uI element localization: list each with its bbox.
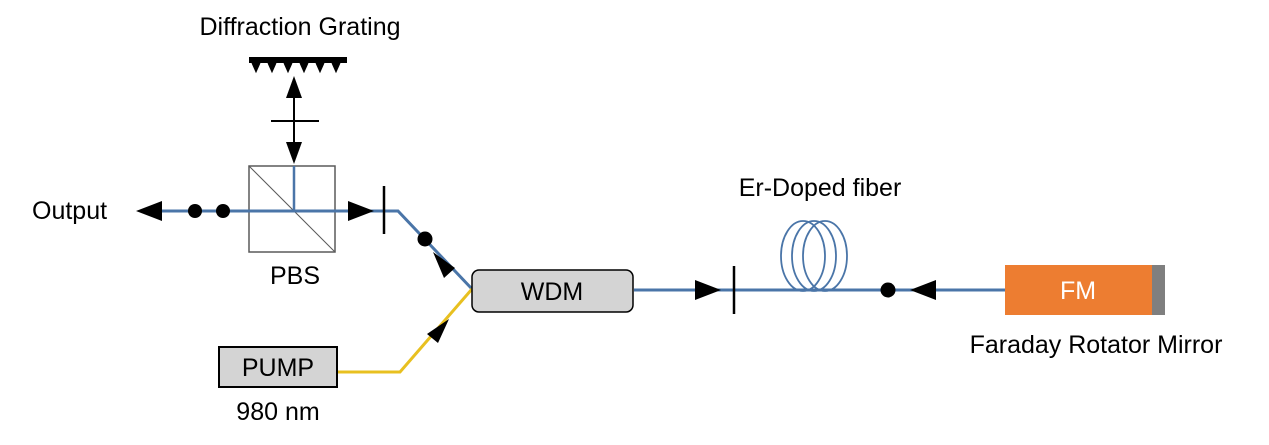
- output-fiber: [155, 209, 474, 291]
- diffraction-grating-label: Diffraction Grating: [199, 13, 400, 41]
- wdm-output-arrow: [695, 280, 721, 300]
- pbs-label: PBS: [270, 262, 320, 290]
- output-dot-1: [188, 204, 202, 218]
- pbs-output-arrow: [348, 201, 374, 221]
- fm-dot: [880, 282, 896, 298]
- pump-box: PUMP: [218, 346, 338, 388]
- wdm-label: WDM: [521, 278, 583, 306]
- pump-fiber: [337, 288, 474, 374]
- fm-label: FM: [1060, 277, 1096, 305]
- diagonal-arrow: [433, 252, 455, 278]
- pump-label: PUMP: [242, 354, 314, 382]
- diffraction-grating: [249, 57, 347, 74]
- er-doped-fiber-coil: [780, 220, 848, 292]
- faraday-mirror-box: FM: [1005, 265, 1165, 315]
- pbs-cube: [248, 165, 336, 253]
- output-arrow: [136, 201, 162, 221]
- grating-double-arrow: [271, 76, 319, 164]
- pump-wavelength-label: 980 nm: [236, 398, 319, 426]
- er-doped-fiber-label: Er-Doped fiber: [739, 174, 902, 202]
- output-label: Output: [32, 197, 107, 225]
- output-dot-2: [216, 204, 230, 218]
- pump-arrow: [427, 319, 449, 343]
- wdm-box: WDM: [471, 269, 634, 313]
- diagonal-dot: [417, 231, 433, 247]
- fm-return-arrow: [910, 280, 936, 300]
- faraday-rotator-mirror-label: Faraday Rotator Mirror: [970, 331, 1223, 359]
